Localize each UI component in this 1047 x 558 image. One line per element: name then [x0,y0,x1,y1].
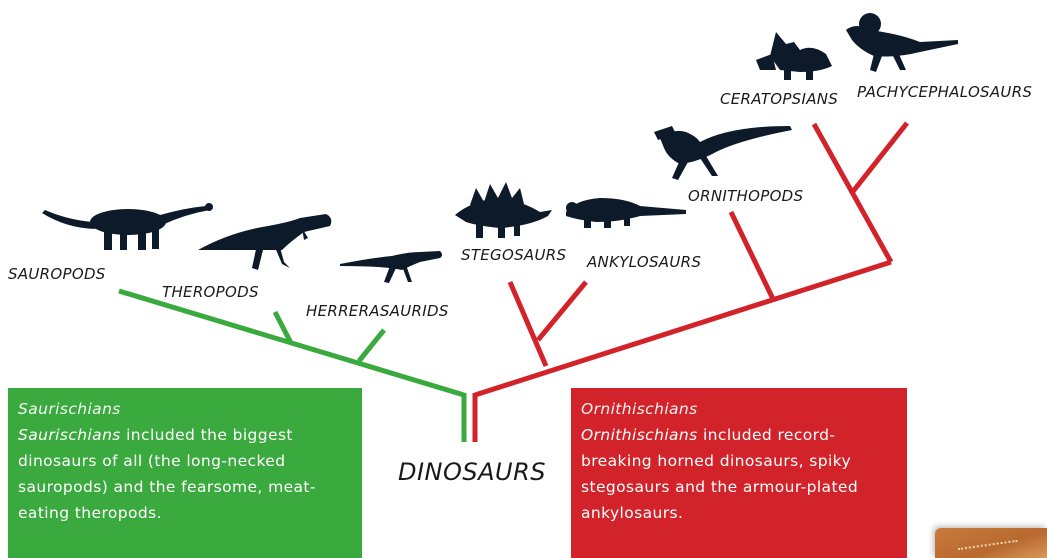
branch-herrerasaurids [359,330,384,361]
branch-pachycephalosaurs [851,123,907,194]
label-theropods: THEROPODS [162,283,259,301]
ornithischians-info-box: Ornithischians Ornithischians included r… [571,388,907,558]
branch-ankylosaurs [538,282,586,340]
ankylosaur-silhouette-icon [566,198,686,228]
branch-stegosaurs [510,282,546,366]
ornithischians-term: Ornithischians [581,426,698,444]
branch-ornithopods [731,212,773,299]
saurischians-description: Saurischians included the biggest dinosa… [18,422,352,526]
theropod-silhouette-icon [198,214,331,270]
saurischians-info-box: Saurischians Saurischians included the b… [8,388,362,558]
saurischians-term: Saurischians [18,426,121,444]
ornithischians-title: Ornithischians [581,396,897,422]
stegosaur-silhouette-icon [455,182,552,238]
label-ankylosaurs: ANKYLOSAURS [587,253,701,271]
pachycephalosaur-silhouette-icon [846,13,958,72]
label-herrerasaurids: HERRERASAURIDS [306,302,449,320]
root-label-dinosaurs: DINOSAURS [398,458,546,486]
ornithopod-silhouette-icon [654,126,792,180]
label-ornithopods: ORNITHOPODS [688,187,803,205]
fossil-photo-thumbnail [935,528,1047,558]
saurischians-title: Saurischians [18,396,352,422]
sauropod-silhouette-icon [42,203,213,250]
label-ceratopsians: CERATOPSIANS [720,90,838,108]
label-stegosaurs: STEGOSAURS [461,246,566,264]
label-sauropods: SAUROPODS [8,265,106,283]
branch-main-ornithischia [475,262,891,395]
fossil-icon [956,530,1017,550]
ceratopsian-silhouette-icon [756,32,832,80]
herrerasaurid-silhouette-icon [340,251,442,283]
ornithischians-description: Ornithischians included record-breaking … [581,422,897,526]
label-pachycephalosaurs: PACHYCEPHALOSAURS [857,83,1032,101]
